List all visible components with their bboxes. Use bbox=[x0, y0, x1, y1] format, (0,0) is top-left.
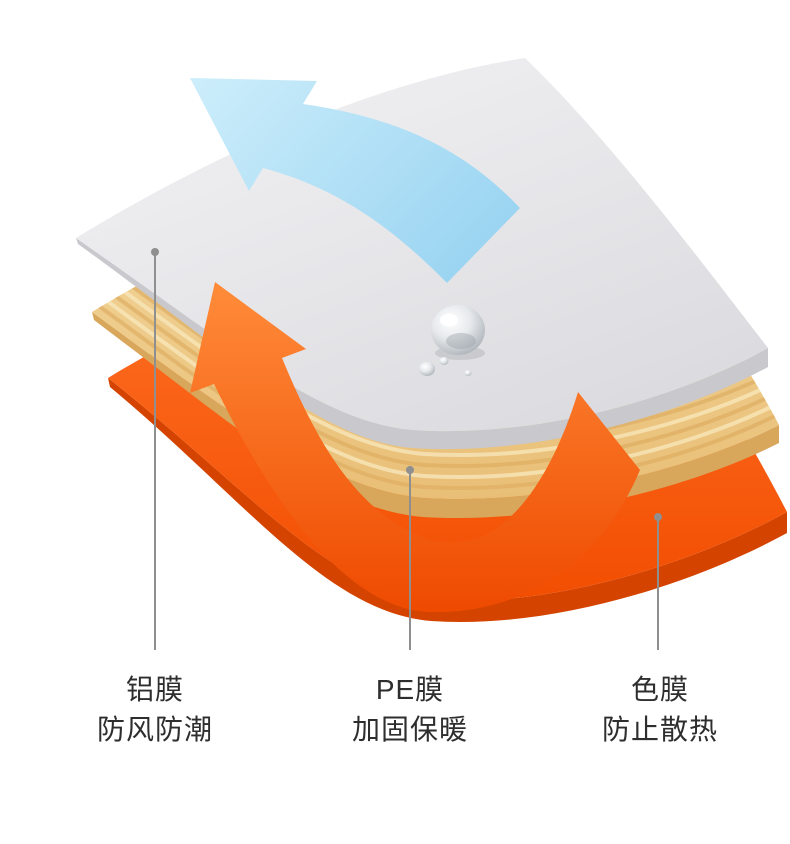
color-film-edge bbox=[108, 378, 787, 622]
airflow-arrow-icon bbox=[190, 78, 520, 283]
droplet-small bbox=[419, 362, 435, 376]
layered-material-illustration bbox=[76, 58, 787, 650]
droplet-small bbox=[464, 370, 472, 376]
heat-arrow-icon bbox=[190, 282, 640, 613]
water-droplet-icon bbox=[419, 305, 485, 376]
airflow-arrow-shape bbox=[190, 78, 520, 283]
label-color-film-title: 色膜 bbox=[630, 674, 690, 705]
droplet-small bbox=[439, 357, 449, 365]
label-pe-film-subtitle: 加固保暖 bbox=[351, 714, 469, 745]
label-color-film-subtitle: 防止散热 bbox=[601, 714, 719, 745]
label-color-film: 色膜 防止散热 bbox=[602, 670, 718, 750]
heat-arrow-shape bbox=[190, 282, 640, 613]
droplet-inner-shade bbox=[446, 333, 476, 349]
leader-dot-color-film bbox=[654, 513, 662, 521]
grain-stripe bbox=[92, 299, 779, 491]
label-aluminum-film-subtitle: 防风防潮 bbox=[96, 714, 214, 745]
leader-dot-pe bbox=[406, 466, 414, 474]
label-aluminum-film-title: 铝膜 bbox=[125, 674, 185, 705]
leader-dot-aluminum bbox=[151, 248, 159, 256]
pe-film-edge bbox=[92, 312, 779, 519]
droplet-highlight bbox=[440, 313, 458, 327]
label-pe-film-title: PE膜 bbox=[375, 674, 445, 705]
label-pe-film: PE膜 加固保暖 bbox=[352, 670, 468, 750]
leader-lines bbox=[151, 248, 662, 650]
label-aluminum-film: 铝膜 防风防潮 bbox=[97, 670, 213, 750]
